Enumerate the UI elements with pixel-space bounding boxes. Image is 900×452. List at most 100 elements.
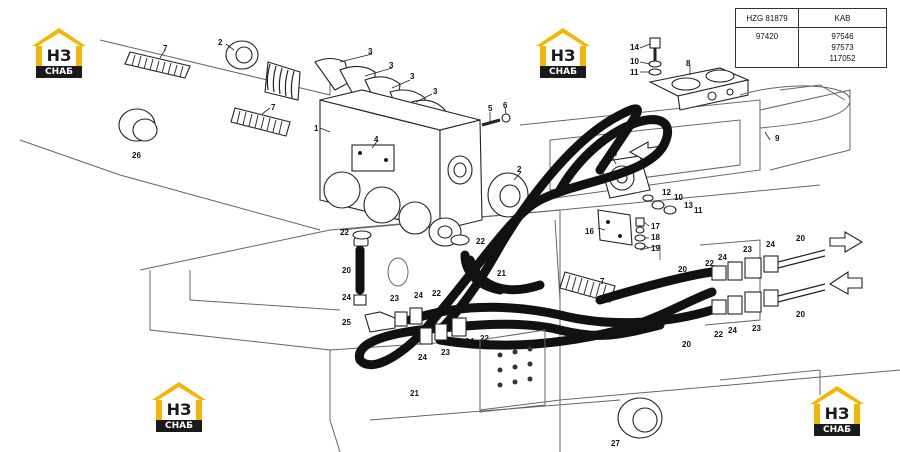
label-14: 14 bbox=[630, 43, 639, 52]
label-12: 12 bbox=[662, 188, 671, 197]
label-5: 5 bbox=[488, 104, 493, 113]
fasteners-12-19 bbox=[634, 194, 677, 250]
label-19: 19 bbox=[651, 244, 660, 253]
table-col1-value: 97420 bbox=[755, 32, 779, 41]
label-22c: 22 bbox=[432, 289, 441, 298]
grille-part-7-low bbox=[559, 271, 616, 303]
label-9: 9 bbox=[775, 134, 780, 143]
reference-table: HZG 81879 KAB 97420 97546 97573 117052 bbox=[735, 8, 887, 68]
label-26: 26 bbox=[132, 151, 141, 160]
logo-mark bbox=[810, 386, 864, 436]
plug-part-27 bbox=[617, 397, 663, 439]
heater-unit-part-1 bbox=[314, 57, 483, 247]
label-20d: 20 bbox=[796, 310, 805, 319]
flow-arrow-in-left bbox=[828, 270, 863, 295]
grille-part-7-mid bbox=[230, 107, 291, 137]
logo-caption: СНАБ bbox=[549, 67, 577, 77]
bellows-part-3 bbox=[264, 61, 301, 101]
flow-arrow-out-right bbox=[829, 231, 864, 253]
logo-letters: НЗ bbox=[46, 46, 72, 65]
label-23b: 23 bbox=[441, 348, 450, 357]
label-22d: 22 bbox=[480, 334, 489, 343]
label-18: 18 bbox=[651, 233, 660, 242]
label-6: 6 bbox=[503, 101, 508, 110]
label-24f: 24 bbox=[766, 240, 775, 249]
logo-caption: СНАБ bbox=[165, 421, 193, 431]
label-22a: 22 bbox=[340, 228, 349, 237]
brand-logo-bottom-right: НЗ СНАБ bbox=[806, 382, 868, 436]
label-15: 15 bbox=[608, 149, 617, 158]
label-11b: 11 bbox=[694, 206, 703, 215]
label-25: 25 bbox=[342, 318, 351, 327]
label-10b: 10 bbox=[674, 193, 683, 202]
label-23a: 23 bbox=[390, 294, 399, 303]
bolt-part-14 bbox=[648, 37, 662, 76]
table-col1-header: HZG 81879 bbox=[746, 14, 788, 23]
label-1: 1 bbox=[314, 124, 319, 133]
label-7a: 7 bbox=[163, 44, 168, 53]
couplings-left bbox=[352, 230, 470, 345]
label-21b: 21 bbox=[410, 389, 419, 398]
brand-logo-top-center: НЗ СНАБ bbox=[532, 24, 594, 78]
label-23d: 23 bbox=[752, 324, 761, 333]
screw-part-5-6 bbox=[481, 113, 511, 127]
label-24a: 24 bbox=[342, 293, 351, 302]
label-13: 13 bbox=[684, 201, 693, 210]
brand-logo-top-left: НЗ СНАБ bbox=[28, 24, 90, 78]
label-16: 16 bbox=[585, 227, 594, 236]
plug-part-26 bbox=[118, 108, 158, 142]
table-col2-header: KAB bbox=[834, 14, 851, 23]
grommet-part-2-mid bbox=[487, 172, 529, 218]
logo-letters: НЗ bbox=[166, 400, 192, 419]
label-20a: 20 bbox=[342, 266, 351, 275]
label-3b: 3 bbox=[389, 61, 394, 70]
label-27: 27 bbox=[611, 439, 620, 448]
logo-mark bbox=[152, 382, 206, 432]
table-col2-value-3: 117052 bbox=[829, 54, 856, 63]
label-22e: 22 bbox=[705, 259, 714, 268]
table-col2-value-1: 97546 bbox=[831, 32, 854, 41]
label-20e: 20 bbox=[682, 340, 691, 349]
bracket-part-16 bbox=[597, 209, 633, 246]
label-3c: 3 bbox=[410, 72, 415, 81]
label-3d: 3 bbox=[433, 87, 438, 96]
logo-caption: СНАБ bbox=[45, 67, 73, 77]
logo-mark bbox=[32, 28, 86, 78]
label-24g: 24 bbox=[728, 326, 737, 335]
label-4: 4 bbox=[374, 135, 379, 144]
label-24d: 24 bbox=[465, 337, 474, 346]
label-22f: 22 bbox=[714, 330, 723, 339]
label-22b: 22 bbox=[476, 237, 485, 246]
label-10a: 10 bbox=[630, 57, 639, 66]
brand-logo-bottom-left: НЗ СНАБ bbox=[148, 378, 210, 432]
label-7c: 7 bbox=[600, 277, 605, 286]
leader-lines bbox=[159, 43, 771, 249]
logo-caption: СНАБ bbox=[823, 425, 851, 435]
label-3a: 3 bbox=[368, 47, 373, 56]
table-col2-value-2: 97573 bbox=[831, 43, 854, 52]
label-7b: 7 bbox=[271, 103, 276, 112]
label-20c: 20 bbox=[796, 234, 805, 243]
label-24b: 24 bbox=[414, 291, 423, 300]
logo-letters: НЗ bbox=[824, 404, 850, 423]
label-11a: 11 bbox=[630, 68, 639, 77]
label-20b: 20 bbox=[678, 265, 687, 274]
label-24e: 24 bbox=[718, 253, 727, 262]
label-2a: 2 bbox=[218, 38, 223, 47]
grommet-part-2-top bbox=[225, 40, 259, 70]
logo-letters: НЗ bbox=[550, 46, 576, 65]
base-plate bbox=[387, 257, 546, 413]
couplings-right bbox=[711, 249, 826, 315]
callout-labels: 7 2 3 3 3 3 1 7 4 5 6 26 14 10 11 8 9 15… bbox=[132, 38, 805, 448]
label-17: 17 bbox=[651, 222, 660, 231]
label-8: 8 bbox=[686, 59, 691, 68]
label-2b: 2 bbox=[517, 165, 522, 174]
label-24c: 24 bbox=[418, 353, 427, 362]
label-23c: 23 bbox=[743, 245, 752, 254]
label-21a: 21 bbox=[497, 269, 506, 278]
cable-part-9 bbox=[739, 85, 851, 129]
logo-mark bbox=[536, 28, 590, 78]
flange-part-8 bbox=[648, 67, 750, 111]
grille-part-7-top bbox=[124, 51, 191, 79]
